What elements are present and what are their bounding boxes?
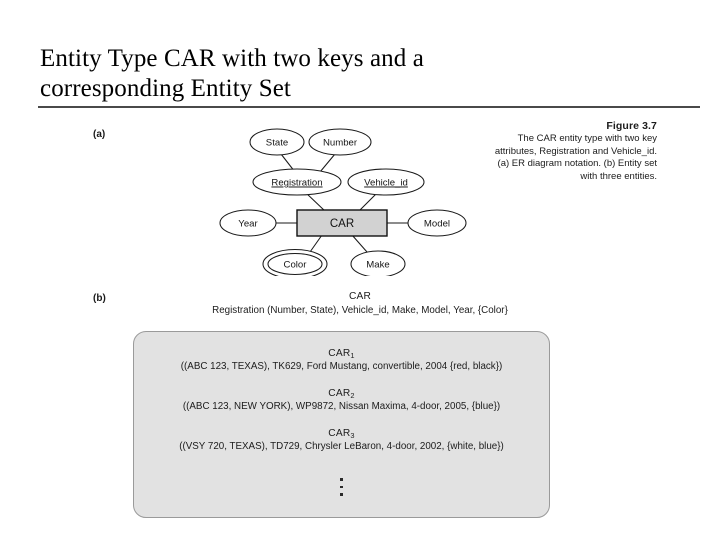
entity-type-car-label: CAR xyxy=(330,218,354,230)
entity-values: ((VSY 720, TEXAS), TD729, Chrysler LeBar… xyxy=(179,441,504,452)
figure-caption-heading: Figure 3.7 xyxy=(606,120,657,132)
figure-3-7: (a) (b) Figure 3.7 The CAR entity type w… xyxy=(0,112,720,532)
ellipsis-dot xyxy=(340,478,343,481)
figure-caption: Figure 3.7 The CAR entity type with two … xyxy=(482,120,657,183)
list-item: CAR1 ((ABC 123, TEXAS), TK629, Ford Must… xyxy=(134,347,549,374)
entity-name: CAR1 xyxy=(134,347,549,360)
attribute-color-label: Color xyxy=(284,260,308,271)
edge-number-registration xyxy=(319,153,336,173)
edge-make-car xyxy=(351,234,368,253)
attribute-year-label: Year xyxy=(238,219,258,230)
attribute-state-label: State xyxy=(266,138,288,149)
attribute-model: Model xyxy=(407,209,467,237)
attribute-registration: Registration xyxy=(252,168,342,196)
entity-name-text: CAR xyxy=(328,388,351,399)
ellipsis-dot xyxy=(340,485,343,488)
page-title: Entity Type CAR with two keys and a corr… xyxy=(40,45,424,102)
entity-name-text: CAR xyxy=(328,428,351,439)
list-item: CAR3 ((VSY 720, TEXAS), TD729, Chrysler … xyxy=(134,427,549,454)
attribute-make: Make xyxy=(350,250,406,276)
title-divider xyxy=(38,106,700,108)
entity-name-subscript: 1 xyxy=(350,351,355,360)
entity-set-schema: Registration (Number, State), Vehicle_id… xyxy=(212,305,508,316)
edge-registration-car xyxy=(304,191,327,213)
vertical-ellipsis-icon xyxy=(134,478,549,501)
edge-color-car xyxy=(309,234,323,253)
attribute-year: Year xyxy=(219,209,277,237)
entity-values: ((ABC 123, NEW YORK), WP9872, Nissan Max… xyxy=(182,401,501,412)
attribute-model-label: Model xyxy=(424,219,450,230)
part-label-a: (a) xyxy=(93,129,106,140)
list-item: CAR2 ((ABC 123, NEW YORK), WP9872, Nissa… xyxy=(134,387,549,414)
ellipsis-dot xyxy=(340,493,343,496)
attribute-vehicle-id: Vehicle_id xyxy=(347,168,425,196)
attribute-vehicle-id-label: Vehicle_id xyxy=(364,178,408,189)
entity-name: CAR2 xyxy=(134,387,549,400)
entity-values: ((ABC 123, TEXAS), TK629, Ford Mustang, … xyxy=(180,361,503,372)
er-diagram: State Number Registration Vehicle_id Yea… xyxy=(200,116,480,276)
attribute-state: State xyxy=(249,128,305,156)
attribute-make-label: Make xyxy=(366,260,389,271)
attribute-number-label: Number xyxy=(323,138,358,149)
entity-name-text: CAR xyxy=(328,348,351,359)
entity-set-header: CAR Registration (Number, State), Vehicl… xyxy=(120,290,600,318)
attribute-number: Number xyxy=(308,128,372,156)
figure-caption-body: The CAR entity type with two key attribu… xyxy=(494,133,657,182)
part-label-b: (b) xyxy=(93,293,106,304)
entity-name-subscript: 2 xyxy=(350,391,355,400)
entity-name-subscript: 3 xyxy=(350,431,355,440)
attribute-registration-label: Registration xyxy=(271,178,322,189)
edge-vehicleid-car xyxy=(357,191,379,213)
attribute-color: Color xyxy=(262,248,328,276)
entity-set-box: CAR1 ((ABC 123, TEXAS), TK629, Ford Must… xyxy=(133,331,550,518)
entity-list: CAR1 ((ABC 123, TEXAS), TK629, Ford Must… xyxy=(134,347,549,467)
entity-type-car: CAR xyxy=(296,209,388,237)
entity-set-title: CAR xyxy=(348,291,372,302)
entity-name: CAR3 xyxy=(134,427,549,440)
